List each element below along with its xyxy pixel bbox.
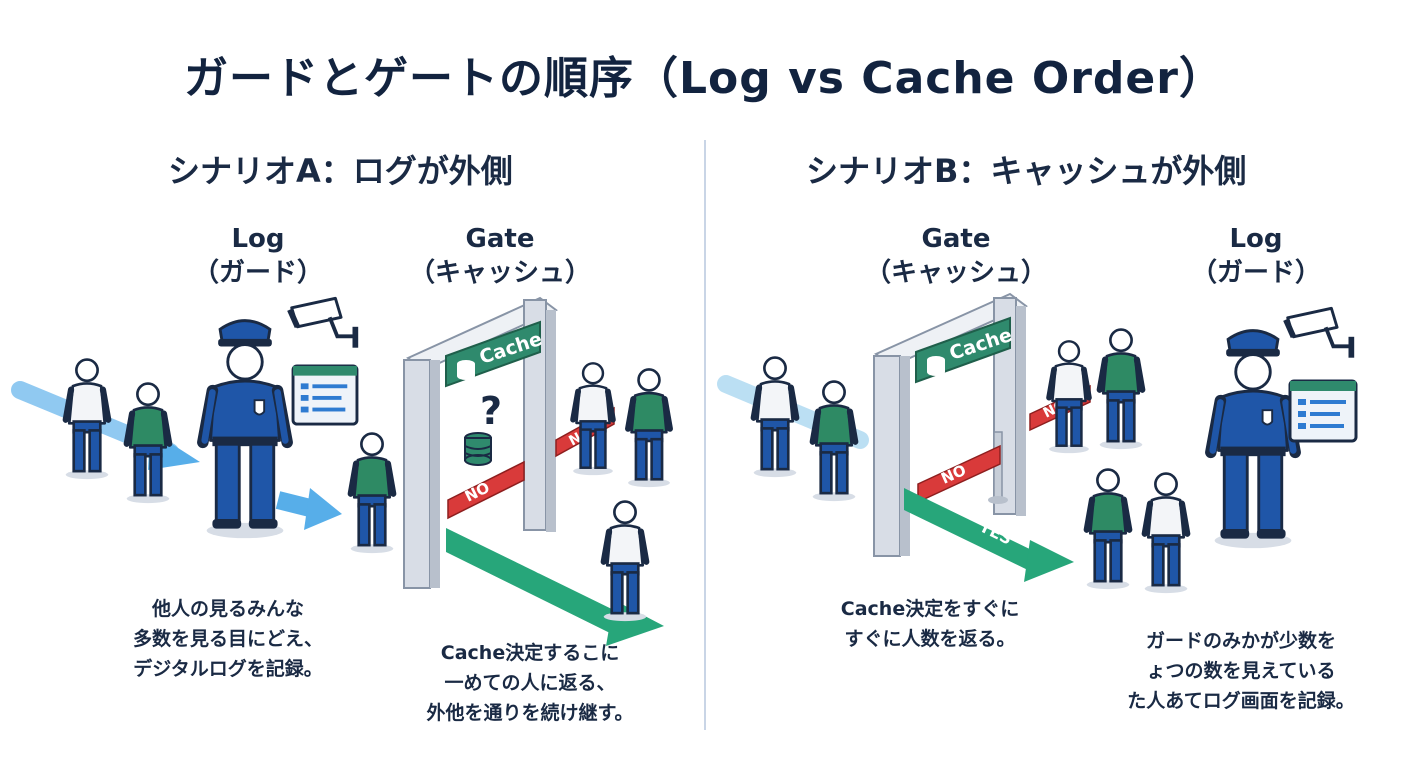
person-passed bbox=[1145, 474, 1188, 594]
scenario-b-gate-role: Gate bbox=[921, 224, 991, 254]
scenario-a-log-sub: （ガード） bbox=[192, 258, 323, 288]
no-barrier: NO bbox=[447, 460, 525, 520]
person-rejected bbox=[1049, 341, 1089, 453]
scenario-a-log-role: Log bbox=[231, 224, 285, 254]
scenario-b-gate-caption: Cache決定をすぐに すぐに人数を返る。 bbox=[790, 594, 1070, 654]
person-rejected bbox=[1100, 330, 1143, 450]
no-barrier: NO bbox=[917, 444, 1001, 504]
panel-divider bbox=[704, 140, 706, 730]
scenario-b-gate-label: Gate （キャッシュ） bbox=[846, 222, 1066, 290]
question-mark: ? bbox=[480, 389, 502, 433]
scenario-a-gate-role: Gate bbox=[465, 224, 535, 254]
monitor-log-icon bbox=[1288, 379, 1358, 443]
person-waiting bbox=[813, 382, 856, 502]
caption-line: 多数を見る目にどえ、 bbox=[132, 628, 323, 650]
barrier-post bbox=[988, 496, 1008, 504]
person-passing bbox=[351, 434, 394, 554]
database-icon bbox=[927, 356, 945, 376]
caption-line: すぐに人数を返る。 bbox=[844, 628, 1016, 650]
caption-line: デジタルログを記録。 bbox=[133, 658, 323, 680]
scenario-a-log-caption: 他人の見るみんな 多数を見る目にどえ、 デジタルログを記録。 bbox=[88, 594, 368, 684]
cache-gate: Cache ? bbox=[403, 296, 558, 589]
scenario-a-gate-label: Gate （キャッシュ） bbox=[390, 222, 610, 290]
guard-figure bbox=[203, 321, 287, 539]
person-rejected bbox=[573, 363, 613, 475]
scenario-b-heading: シナリオB：キャッシュが外側 bbox=[806, 152, 1247, 190]
scenario-a-gate-caption: Cache決定するこに 一めての人に返る、 外他を通りを続け継す。 bbox=[390, 638, 670, 728]
person-waiting bbox=[127, 384, 170, 504]
person-waiting bbox=[754, 358, 797, 478]
caption-line: 外他を通りを続け継す。 bbox=[426, 702, 634, 724]
person-passed bbox=[1087, 470, 1130, 590]
yes-arrow: YES bbox=[904, 488, 1074, 582]
scenario-b-log-label: Log （ガード） bbox=[1146, 222, 1366, 290]
page-title: ガードとゲートの順序（Log vs Cache Order） bbox=[184, 53, 1224, 104]
person-waiting bbox=[66, 360, 109, 480]
monitor-log-icon bbox=[291, 364, 359, 426]
scenario-a-log-label: Log （ガード） bbox=[148, 222, 368, 290]
caption-line: 一めての人に返る、 bbox=[444, 672, 616, 694]
database-icon bbox=[464, 432, 492, 466]
scenario-b-gate-sub: （キャッシュ） bbox=[864, 258, 1047, 288]
caption-line: 他人の見るみんな bbox=[151, 598, 304, 620]
person-passing bbox=[604, 502, 647, 622]
security-camera-icon bbox=[1286, 308, 1354, 357]
person-rejected bbox=[628, 369, 670, 487]
database-icon bbox=[457, 360, 475, 380]
scenario-b-log-caption: ガードのみかが少数を ょつの数を見えている た人あてログ画面を記録。 bbox=[1096, 626, 1386, 716]
scenario-a-heading: シナリオA：ログが外側 bbox=[168, 152, 513, 190]
caption-line: ょつの数を見えている bbox=[1146, 660, 1336, 682]
guard-figure bbox=[1211, 331, 1295, 549]
scenario-b-log-role: Log bbox=[1229, 224, 1283, 254]
security-camera-icon bbox=[290, 298, 358, 347]
caption-line: た人あてログ画面を記録。 bbox=[1127, 690, 1355, 712]
caption-line: ガードのみかが少数を bbox=[1145, 630, 1336, 652]
caption-line: Cache決定するこに bbox=[440, 642, 620, 664]
scenario-a-gate-sub: （キャッシュ） bbox=[408, 258, 591, 288]
scenario-b-log-sub: （ガード） bbox=[1190, 258, 1321, 288]
caption-line: Cache決定をすぐに bbox=[840, 598, 1020, 620]
